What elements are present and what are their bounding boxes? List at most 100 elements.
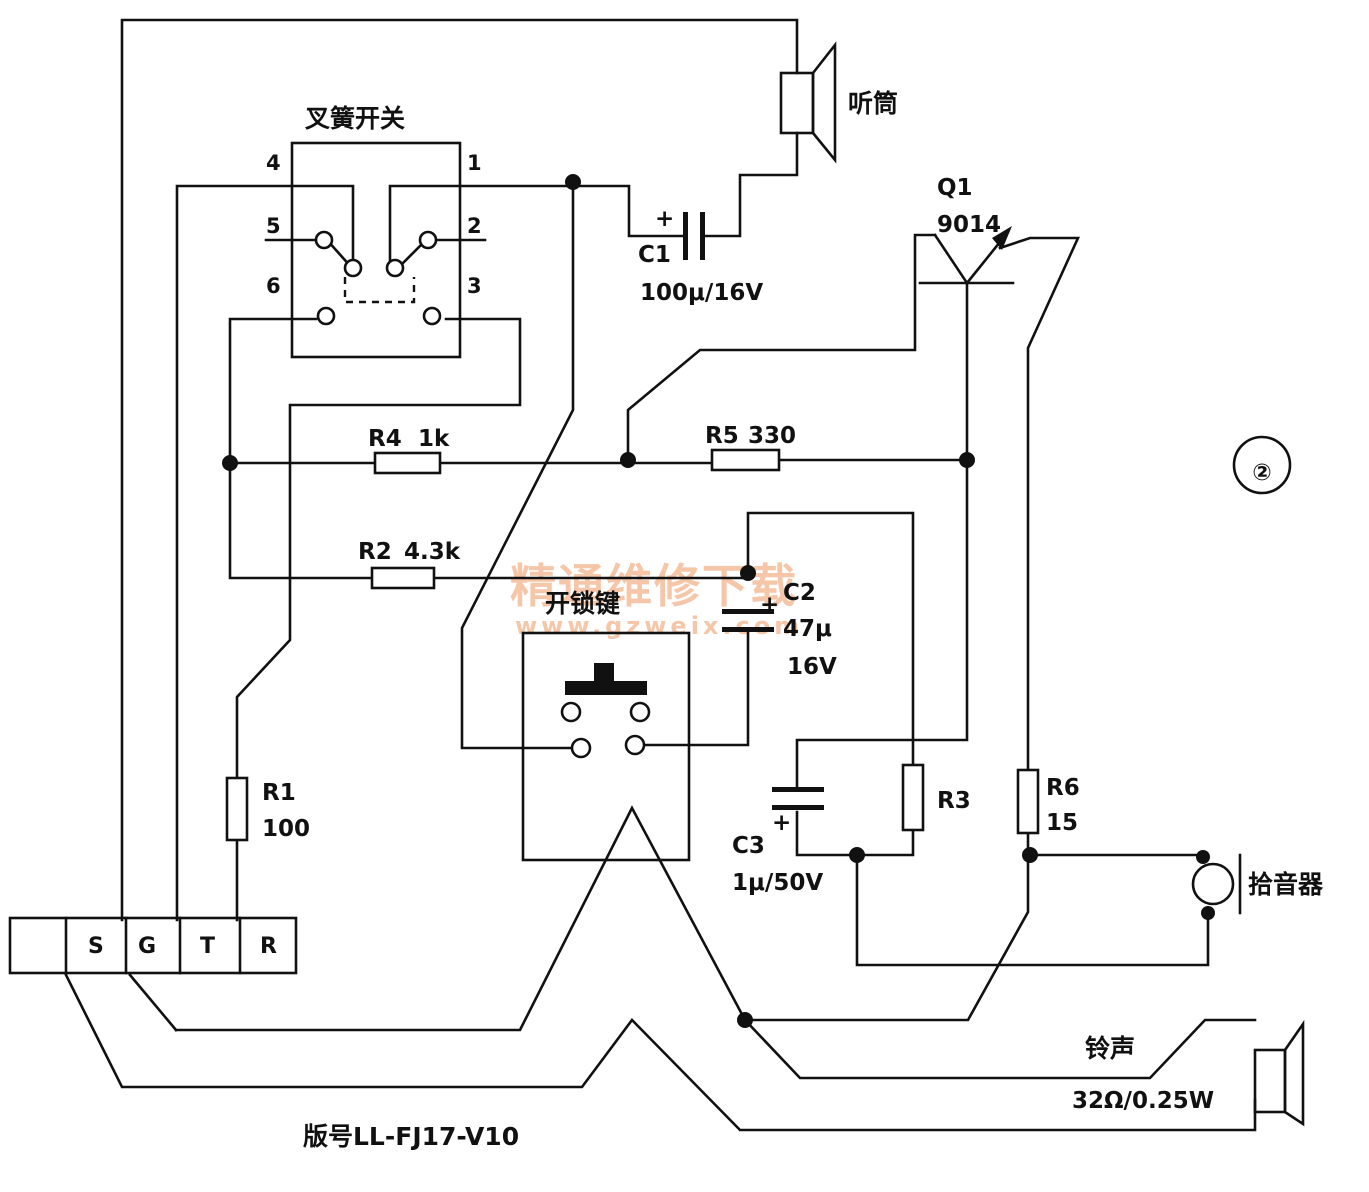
c2-value-1: 47μ [783, 616, 832, 642]
ringer-label: 铃声 [1085, 1034, 1135, 1063]
pin-label-2: 2 [467, 214, 482, 238]
wires [64, 18, 1257, 1132]
terminal-r: R [260, 934, 277, 959]
pin-label-5: 5 [266, 214, 281, 238]
wire-node-mic-bottom [855, 853, 1210, 967]
q1-part: 9014 [937, 212, 1001, 238]
r6-value: 15 [1046, 810, 1078, 836]
ringer-cone [1283, 1019, 1305, 1127]
c1-plate-right [700, 212, 705, 260]
ringer-body [1253, 1048, 1287, 1114]
c2-polarity: + [760, 592, 779, 618]
c1-plate-left [683, 212, 688, 260]
pin-label-6: 6 [266, 274, 281, 298]
wire-s-earpiece [120, 18, 799, 922]
junction-c3 [849, 847, 865, 863]
junction-r4-r5 [620, 452, 636, 468]
resistor-r2: R2 4.3k [358, 539, 461, 590]
wire-pin1-diagonal [460, 180, 583, 750]
r1-body [225, 776, 249, 842]
earpiece-cone [811, 41, 837, 164]
c2-value-2: 16V [787, 654, 837, 680]
earpiece-body [779, 71, 815, 135]
c2-plate-bottom [722, 627, 774, 632]
pin1-contact [385, 258, 405, 278]
pin-label-1: 1 [467, 151, 482, 175]
r6-body [1016, 768, 1040, 835]
unlock-key-plunger-cap [594, 663, 614, 683]
unlock-key: 开锁键 [521, 589, 691, 862]
capacitor-c3: + C3 1μ/50V [732, 787, 824, 896]
r4-body [373, 451, 442, 475]
wire-c2-key [633, 630, 750, 747]
microphone-body [1191, 862, 1235, 906]
r4-value: 1k [418, 426, 450, 452]
c3-plate-bottom [772, 805, 824, 810]
unlock-key-contact-1 [560, 701, 582, 723]
r2-name: R2 [358, 539, 392, 565]
unlock-key-label: 开锁键 [545, 589, 620, 618]
pin6-contact [316, 306, 336, 326]
wire-q1-r6 [998, 236, 1081, 772]
unlock-key-contact-2 [629, 701, 651, 723]
r2-value: 4.3k [404, 539, 461, 565]
resistor-r4: R4 1k [368, 426, 450, 475]
pin-label-4: 4 [266, 151, 281, 175]
capacitor-c1: + C1 100μ/16V [638, 206, 763, 306]
watermark-url: www.gzweix.com [515, 612, 803, 640]
c3-name: C3 [732, 833, 765, 859]
r4-name: R4 [368, 426, 402, 452]
c1-name: C1 [638, 242, 671, 268]
r5-body [710, 448, 781, 472]
junction-r6 [1022, 847, 1038, 863]
wire-q1-c3 [795, 281, 969, 792]
terminal-g: G [138, 934, 156, 959]
pin2-contact [418, 230, 438, 250]
junction-bottom [737, 1012, 753, 1028]
wire-r6-cross [743, 853, 1030, 1022]
ringer-speaker: 铃声 32Ω/0.25W [1072, 1019, 1305, 1127]
wire-c2-r3 [746, 511, 915, 767]
c1-polarity: + [655, 206, 674, 232]
earpiece: 听筒 [779, 41, 898, 164]
c2-name: C2 [783, 580, 816, 606]
ringer-spec: 32Ω/0.25W [1072, 1088, 1214, 1114]
wire-pin3-r1 [235, 317, 522, 780]
unlock-key-contact-3 [570, 737, 592, 759]
wire-r3-c3-node [855, 828, 915, 857]
wire-bottom-return [64, 973, 1257, 1132]
capacitor-c2: + C2 47μ 16V [722, 580, 837, 680]
q1-collector [933, 233, 969, 285]
hook-linkage [343, 277, 416, 304]
microphone-terminal-top [1196, 850, 1210, 864]
q1-arrow [992, 226, 1012, 250]
r6-name: R6 [1046, 775, 1080, 801]
junction-c2 [740, 565, 756, 581]
microphone-terminal-bottom [1201, 906, 1215, 920]
microphone: 拾音器 [1191, 850, 1324, 920]
pin-label-3: 3 [467, 274, 482, 298]
junction-pin1 [565, 174, 581, 190]
pin3-contact [422, 306, 442, 326]
r1-value: 100 [262, 816, 310, 842]
r5-value: 330 [748, 423, 796, 449]
wire-g-bend [128, 973, 178, 1032]
junction-r5-right [959, 452, 975, 468]
terminal-block-frame [8, 916, 298, 975]
c3-polarity: + [772, 810, 791, 836]
hook-switch-box [290, 141, 462, 359]
c1-value: 100μ/16V [640, 280, 763, 306]
wire-zigzag [174, 805, 1257, 1080]
unlock-key-plunger-bar [565, 681, 647, 695]
resistor-r3: R3 [901, 763, 971, 832]
wire-c3-down [795, 810, 859, 857]
figure-labels: ② 版号LL-FJ17-V10 [302, 435, 1292, 1151]
unlock-key-box [521, 631, 691, 862]
r3-body [901, 763, 925, 832]
pin4-contact [343, 258, 363, 278]
figure-number: ② [1252, 460, 1271, 486]
unlock-key-contact-4 [624, 734, 646, 756]
wire-earpiece-c1 [703, 131, 799, 238]
r5-name: R5 [705, 423, 739, 449]
